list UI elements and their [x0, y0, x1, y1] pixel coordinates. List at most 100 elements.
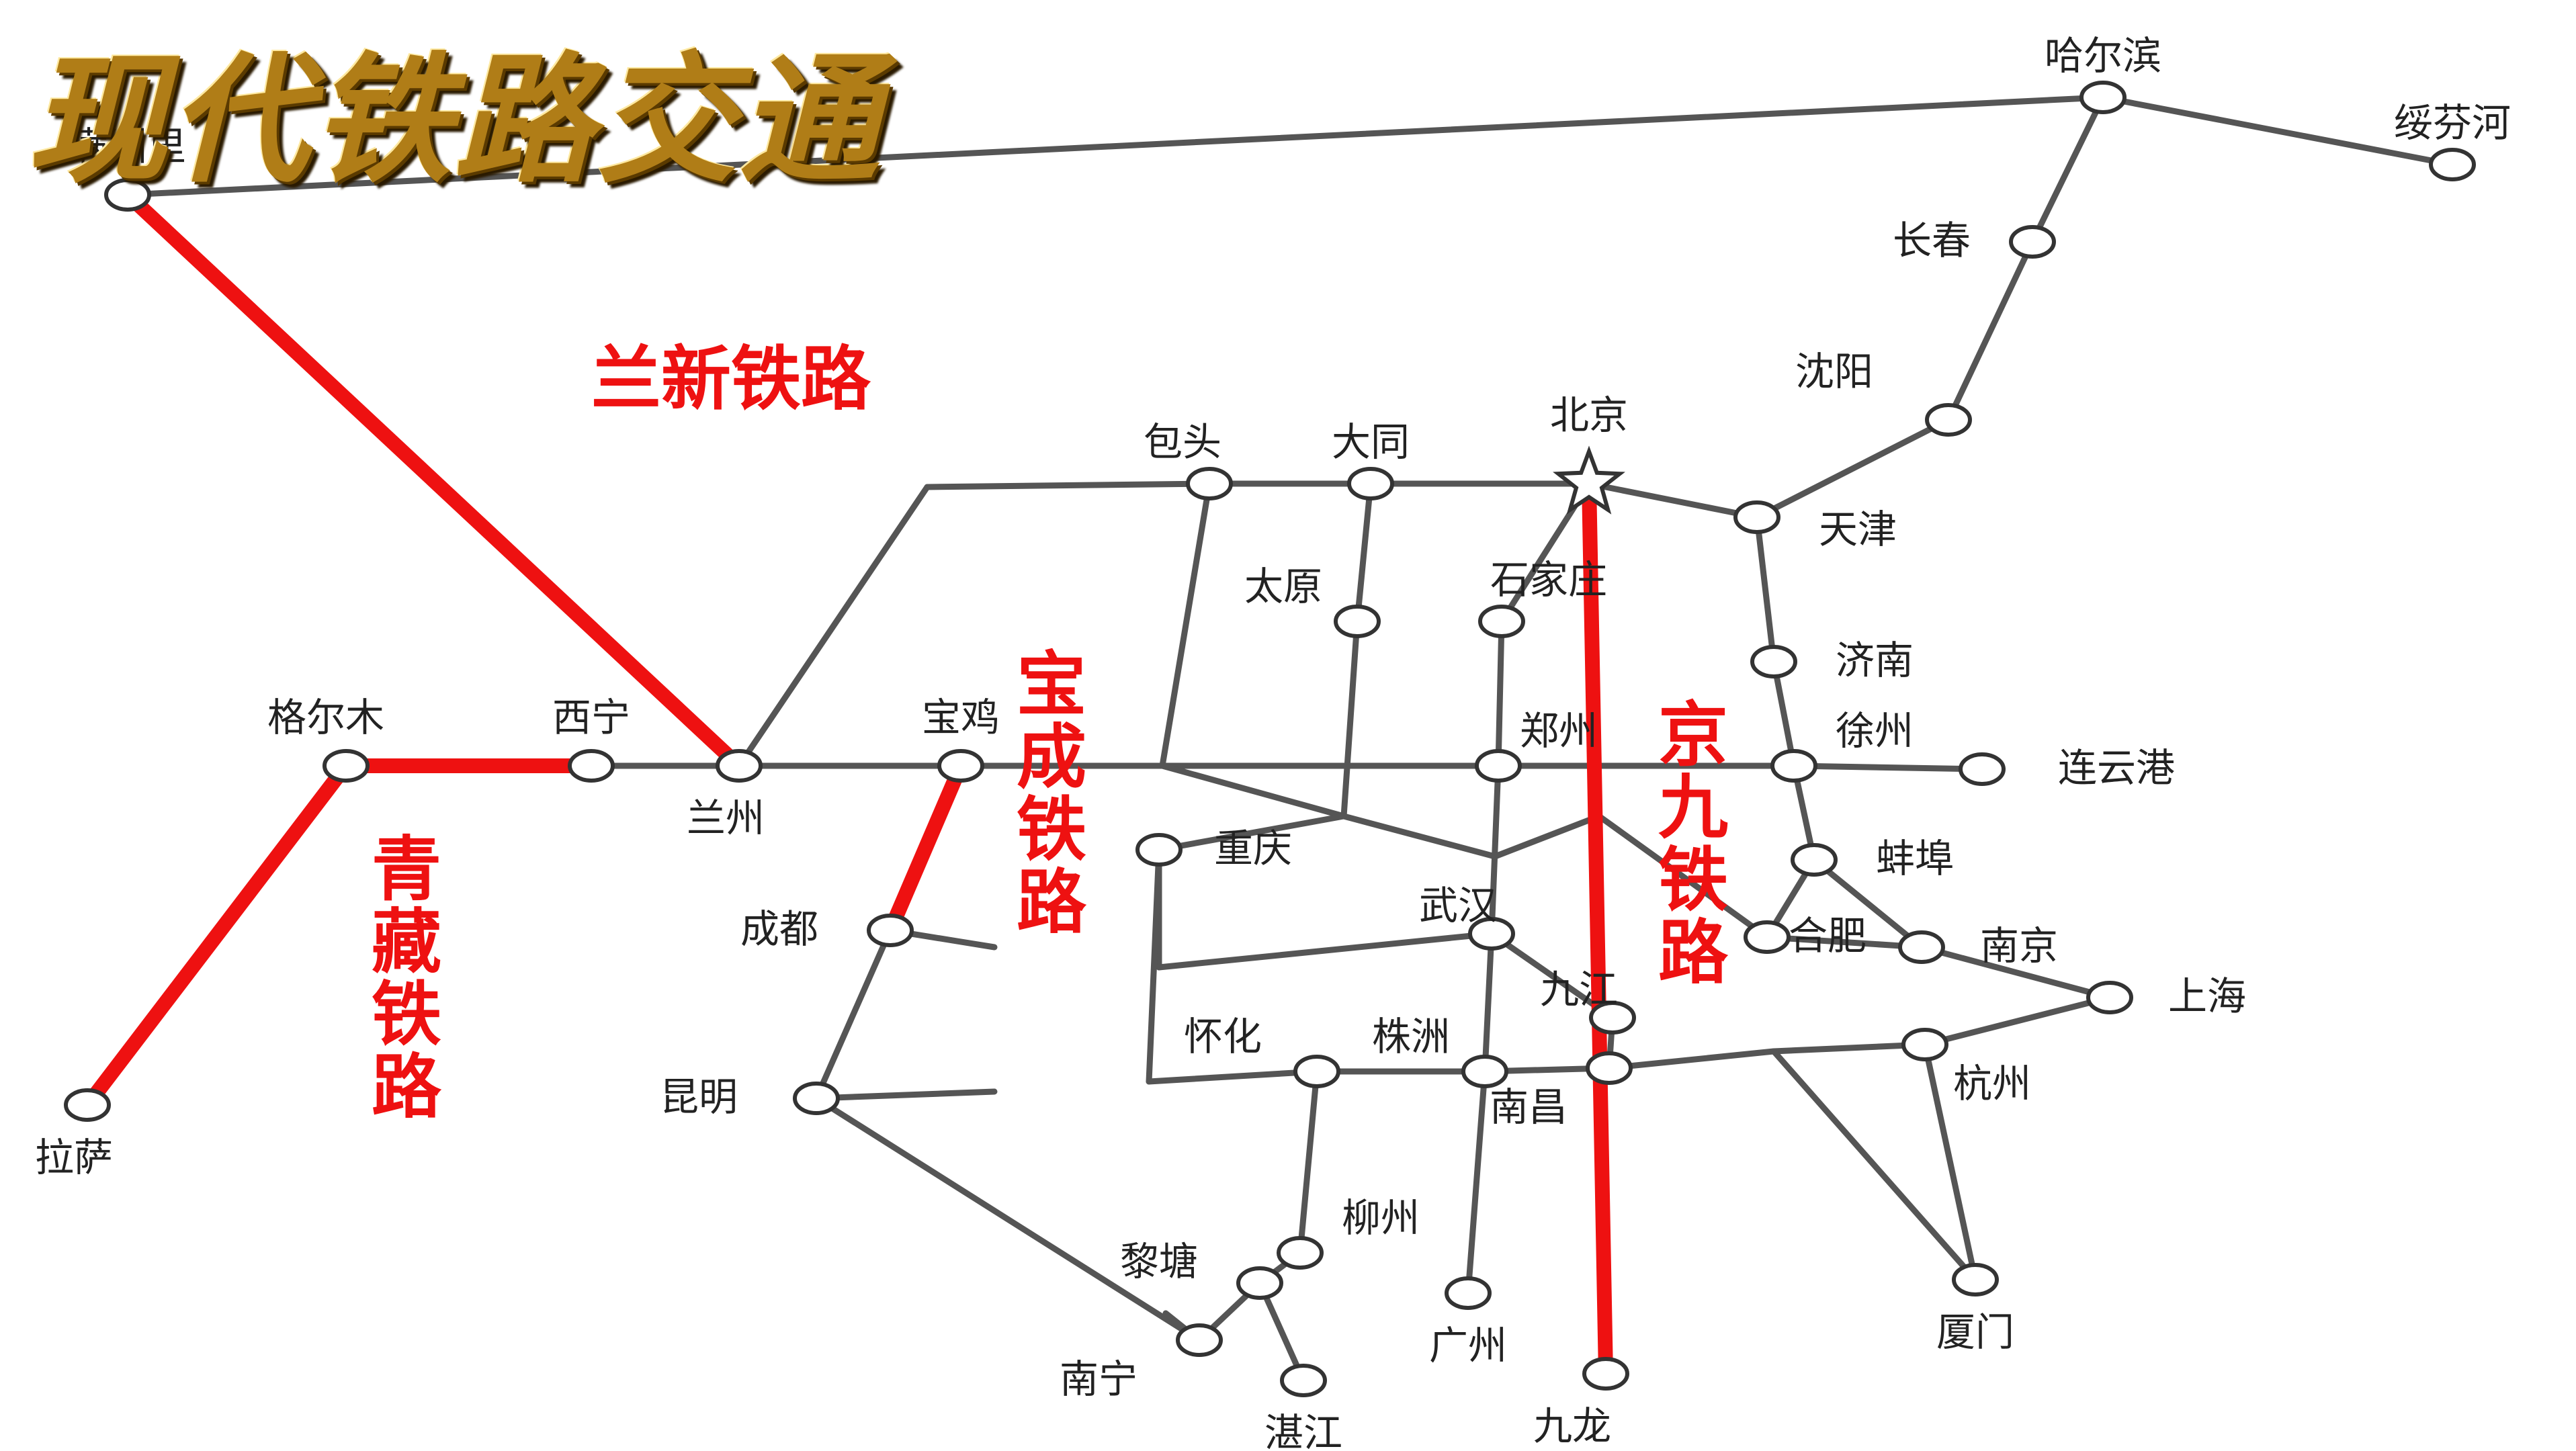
rail-segment — [1764, 934, 1925, 951]
station-node — [1277, 1236, 1324, 1270]
station-node — [793, 1082, 840, 1115]
station-node — [1582, 1357, 1629, 1391]
station-label: 西宁 — [552, 695, 630, 740]
rail-segment — [813, 1095, 1203, 1344]
station-label: 怀化 — [1184, 1014, 1262, 1059]
route-label: 兰新铁路 — [591, 338, 871, 420]
station-node — [1791, 843, 1838, 877]
rail-segment — [1922, 994, 2113, 1048]
route-label: 宝成铁路 — [1017, 644, 1087, 943]
rail-segment — [1918, 944, 2113, 1001]
station-node — [1293, 1055, 1340, 1088]
station-label: 连云港 — [2058, 745, 2175, 791]
station-label: 沈阳 — [1795, 349, 1873, 394]
station-node — [1445, 1276, 1492, 1310]
station-label: 武汉 — [1419, 883, 1497, 928]
rail-segment — [1606, 1048, 1777, 1071]
station-node — [2429, 148, 2476, 181]
station-label: 天津 — [1819, 507, 1897, 552]
station-node — [1586, 1051, 1633, 1085]
station-label: 昆明 — [660, 1074, 738, 1120]
station-label: 拉萨 — [35, 1135, 113, 1180]
rail-segment — [2100, 94, 2456, 168]
rail-segment — [1146, 846, 1162, 1085]
route-label: 京九铁路 — [1658, 694, 1729, 994]
rail-segment — [1586, 480, 1760, 521]
station-node — [1952, 1263, 1999, 1296]
station-label: 湛江 — [1264, 1410, 1342, 1451]
station-label: 哈尔滨 — [2045, 33, 2161, 79]
station-node — [64, 1088, 111, 1122]
station-label: 绥芬河 — [2394, 100, 2511, 146]
station-node — [323, 749, 370, 783]
station-label: 广州 — [1429, 1323, 1507, 1368]
station-label: 合肥 — [1789, 913, 1866, 959]
station-label: 格尔木 — [267, 695, 384, 740]
station-node — [867, 914, 914, 947]
station-node — [1589, 1001, 1636, 1035]
station-label: 徐州 — [1836, 708, 1914, 754]
station-node — [1478, 605, 1525, 638]
rail-segment — [1488, 762, 1502, 937]
rail-segment — [1465, 1068, 1488, 1296]
station-label: 株洲 — [1372, 1014, 1450, 1059]
station-node — [1898, 930, 1945, 964]
network-lines — [124, 94, 2456, 1384]
station-node — [2079, 81, 2127, 114]
station-nodes — [64, 81, 2476, 1397]
station-label: 长春 — [1893, 218, 1971, 263]
rail-segment — [813, 927, 894, 1102]
station-label: 包头 — [1144, 419, 1221, 465]
rail-segment — [1770, 658, 1797, 769]
station-label: 济南 — [1836, 637, 1914, 683]
highlighted-railway — [120, 187, 746, 773]
rail-segment — [1811, 856, 1925, 951]
station-node — [1334, 605, 1381, 638]
rail-segment — [1146, 1068, 1320, 1085]
rail-segment — [1495, 618, 1505, 769]
page-title: 现代铁路交通 — [27, 38, 882, 202]
station-node — [1461, 1055, 1508, 1088]
station-label: 宝鸡 — [922, 695, 1000, 740]
station-node — [568, 749, 615, 783]
station-label: 大同 — [1332, 419, 1410, 465]
capital-star-icon — [1553, 445, 1625, 515]
station-label: 石家庄 — [1490, 557, 1607, 603]
rail-segment — [1754, 514, 1777, 665]
station-label: 黎塘 — [1120, 1239, 1198, 1284]
station-node — [1750, 645, 1797, 678]
station-node — [1135, 833, 1183, 867]
station-node — [1468, 917, 1515, 951]
station-node — [1959, 752, 2006, 786]
rail-segment — [1770, 1041, 1928, 1055]
rail-segment — [1159, 762, 1347, 820]
rail-segment — [1596, 813, 1770, 940]
station-label: 九龙 — [1533, 1403, 1611, 1449]
station-label: 重庆 — [1214, 826, 1292, 871]
rail-segment — [736, 484, 931, 769]
station-node — [1176, 1323, 1223, 1357]
rail-segment — [1340, 813, 1498, 860]
rail-segment — [1297, 1068, 1320, 1256]
station-node — [2009, 225, 2056, 259]
rail-segment — [1770, 1048, 1979, 1283]
station-label: 南昌 — [1490, 1084, 1568, 1130]
station-node — [1925, 403, 1972, 437]
highlighted-railway — [80, 758, 353, 1112]
station-label: 太原 — [1244, 564, 1322, 609]
rail-segment — [1159, 480, 1213, 769]
highlighted-railway — [1582, 476, 1613, 1381]
rail-segment — [1945, 238, 2036, 423]
station-labels: 满洲里哈尔滨绥芬河长春沈阳北京天津包头大同太原石家庄济南徐州连云港郑州蚌埠南京上… — [35, 33, 2511, 1451]
rail-segment — [1492, 813, 1602, 860]
station-node — [937, 749, 984, 783]
station-label: 成都 — [740, 906, 818, 952]
station-label: 南京 — [1980, 923, 2058, 969]
station-label: 上海 — [2168, 973, 2246, 1019]
station-node — [1901, 1028, 1948, 1061]
highlight-lines — [80, 187, 1613, 1381]
rail-segment — [2029, 94, 2106, 245]
